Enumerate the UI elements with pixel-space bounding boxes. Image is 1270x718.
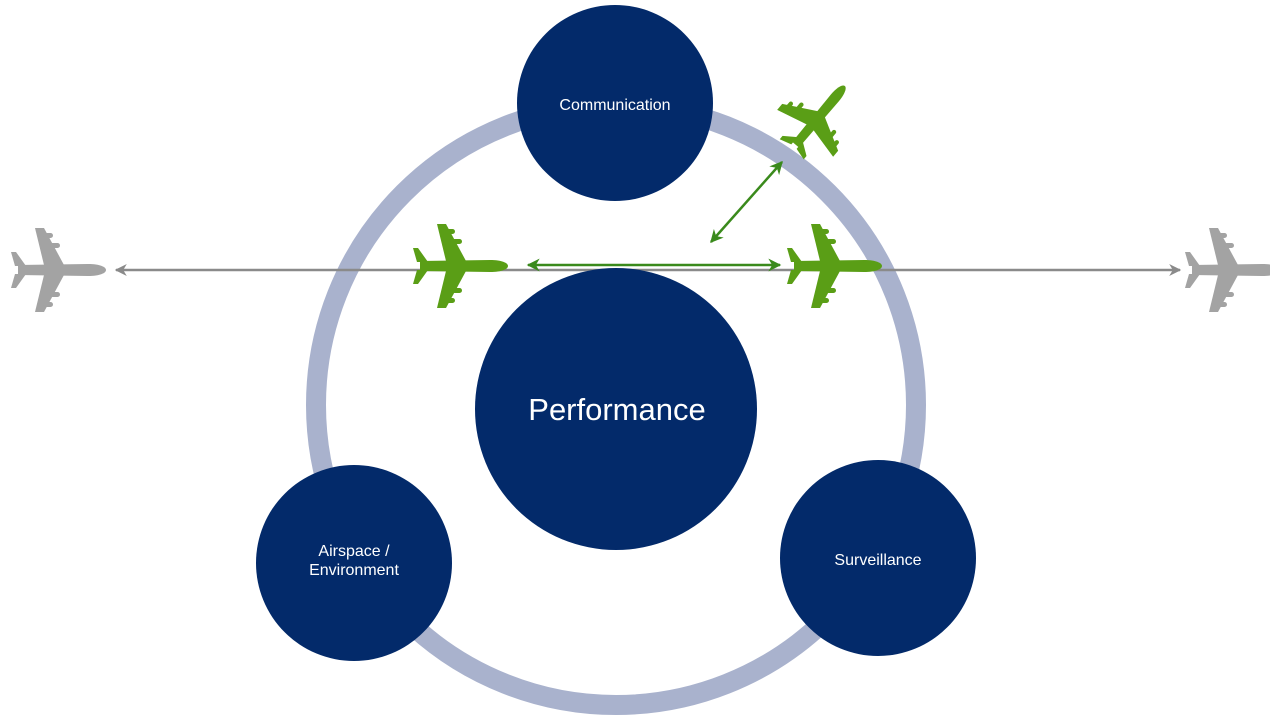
performance-label: Performance — [528, 392, 705, 427]
communication-label: Communication — [559, 97, 670, 114]
gray-airplane-icon-right — [1185, 228, 1270, 312]
performance-node: Performance — [475, 268, 757, 550]
green-diagonal-separation-arrow — [710, 161, 783, 243]
communication-node: Communication — [517, 5, 713, 201]
airspace-label-line2: Environment — [309, 562, 399, 579]
green-airplane-icon-left — [413, 224, 508, 308]
surveillance-node: Surveillance — [780, 460, 976, 656]
airspace-environment-node: Airspace / Environment — [256, 465, 452, 661]
surveillance-label: Surveillance — [834, 552, 921, 569]
gray-airplane-icon-left — [11, 228, 106, 312]
airspace-label-line1: Airspace / — [318, 543, 390, 560]
